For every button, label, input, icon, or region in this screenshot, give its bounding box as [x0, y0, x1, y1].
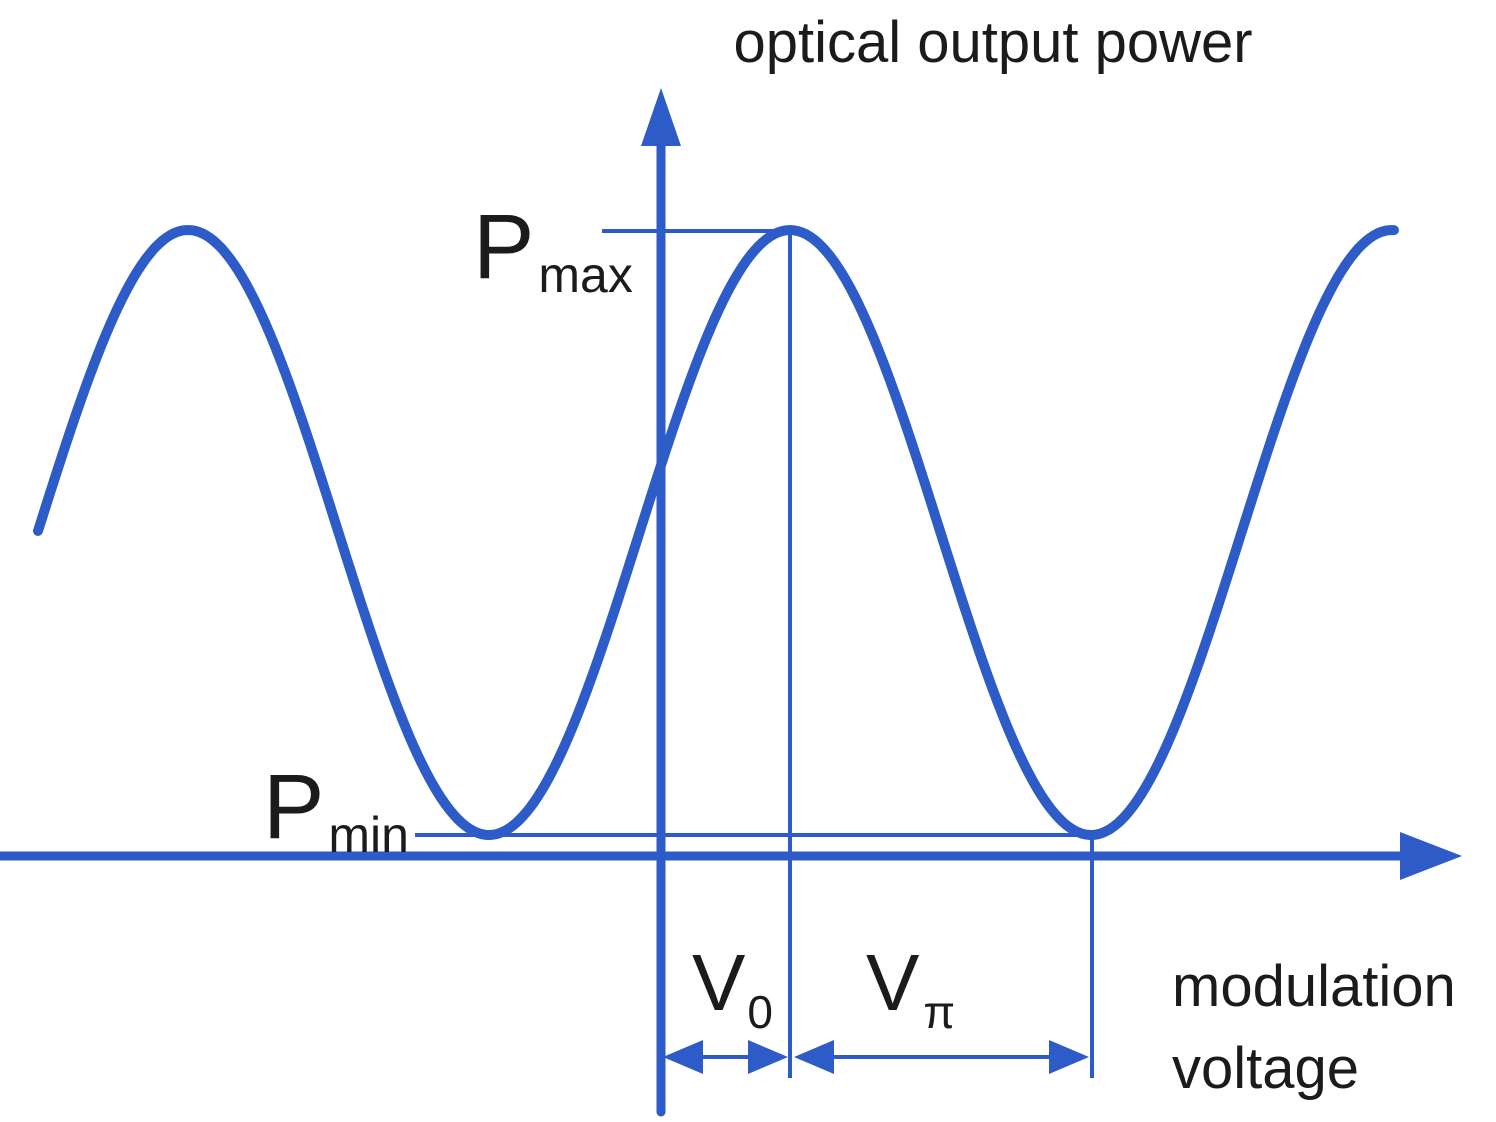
x-axis-arrowhead-icon: [1400, 832, 1462, 880]
vpi-left-arrowhead-icon: [794, 1040, 834, 1074]
p-max-label: Pmax: [473, 196, 633, 303]
title: optical output power: [733, 10, 1252, 75]
transfer-curve: [33, 224, 1399, 841]
vpi-right-arrowhead-icon: [1049, 1040, 1089, 1074]
vpi-label: Vπ: [866, 938, 955, 1038]
x-axis-label-line2: voltage: [1172, 1036, 1359, 1101]
v0-right-arrowhead-icon: [748, 1040, 788, 1074]
v0-left-arrowhead-icon: [663, 1040, 703, 1074]
y-axis-arrowhead-icon: [641, 88, 681, 146]
v0-label: V0: [692, 938, 773, 1038]
x-axis-label-line1: modulation: [1172, 954, 1456, 1019]
p-min-label: Pmin: [263, 756, 409, 863]
